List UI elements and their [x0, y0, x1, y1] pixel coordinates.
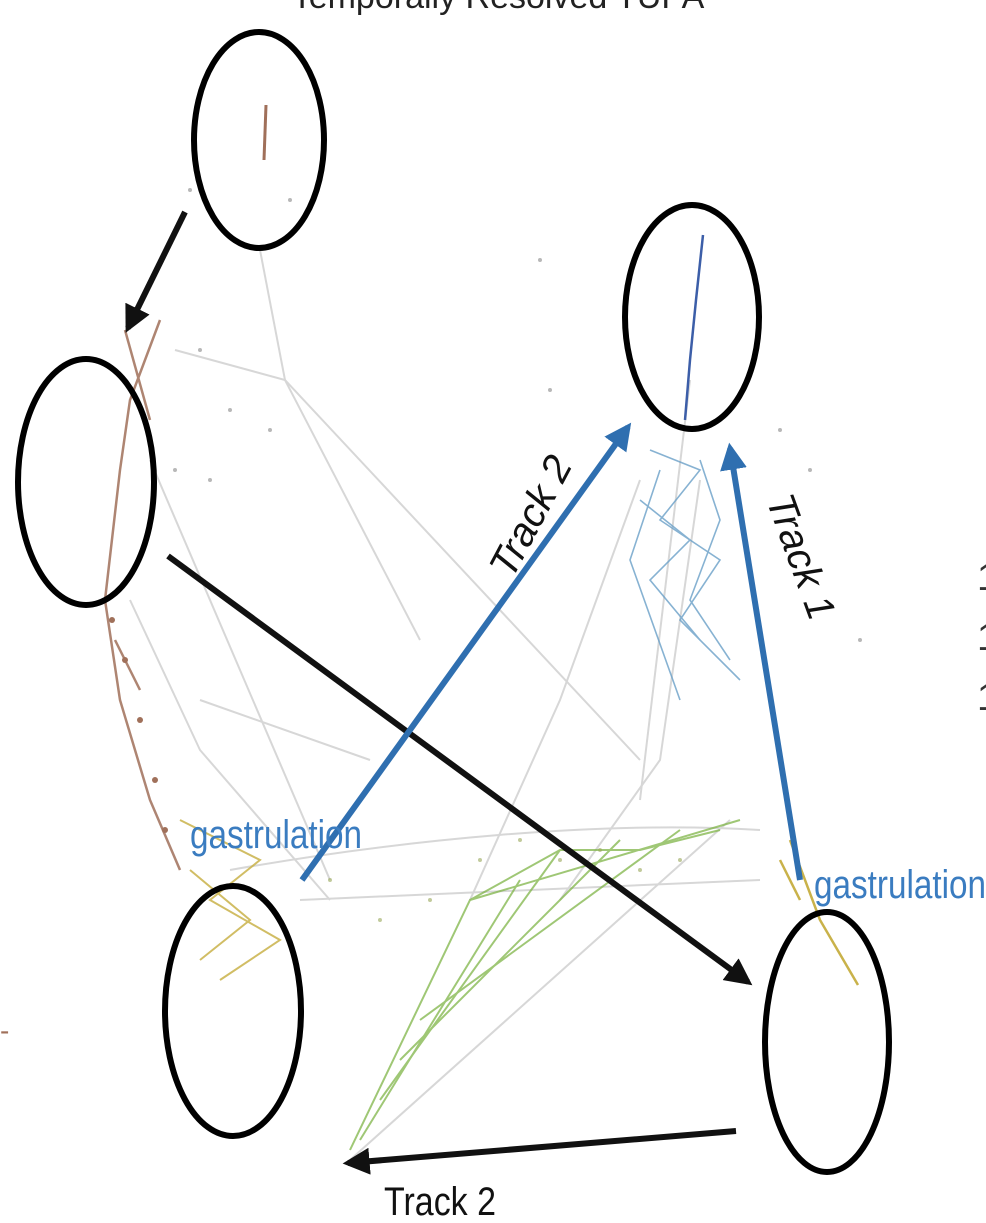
edge-text-2: 1	[977, 617, 986, 659]
edge-text-3: 1	[977, 677, 986, 719]
circle-bottom-left	[162, 883, 304, 1139]
cluster-bottom-left	[179, 819, 282, 981]
arrow-topleft-to-left	[125, 210, 188, 333]
edge-text-1: 1	[977, 557, 986, 599]
label-track2-bottom: Track 2	[384, 1180, 496, 1223]
circle-left	[15, 356, 157, 608]
background-web	[129, 249, 761, 1161]
label-gastrulation-left: gastrulation	[190, 813, 362, 857]
circle-bottom-right	[762, 909, 892, 1175]
cluster-top-left	[262, 104, 268, 161]
arrow-track2-gastrulation	[299, 422, 632, 882]
arrow-bottomright-to-bottomleft	[342, 1128, 737, 1175]
dense-web-dots	[328, 838, 682, 922]
arrow-left-to-bottomright	[166, 553, 753, 986]
scatter-dots	[173, 188, 862, 642]
blue-arrows	[299, 422, 803, 882]
edge-mark-left: -	[0, 1015, 9, 1046]
black-arrows	[125, 210, 753, 1175]
state-circles	[15, 29, 892, 1175]
circle-top-left	[191, 29, 327, 251]
cluster-left-dots	[109, 617, 168, 833]
diagram-title: Temporally Resolved TUPA	[292, 0, 705, 16]
cluster-right-blue-web	[629, 449, 741, 701]
label-track1: Track 1	[758, 488, 844, 626]
circle-top-right	[622, 202, 762, 432]
label-gastrulation-right: gastrulation	[814, 863, 986, 907]
arrow-track1-gastrulation	[720, 442, 803, 881]
cluster-top-right	[683, 234, 705, 421]
